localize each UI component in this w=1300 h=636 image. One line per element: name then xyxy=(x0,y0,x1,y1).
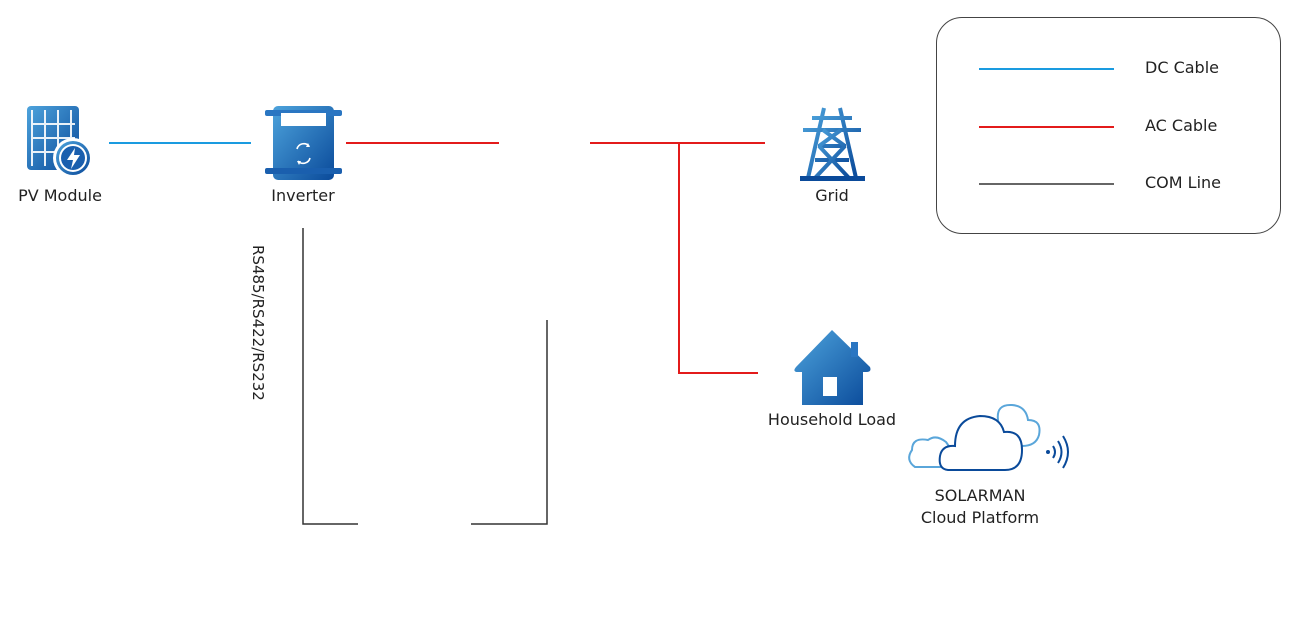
cloud-label-line2: Cloud Platform xyxy=(920,508,1040,527)
wireless-signal-icon xyxy=(1046,435,1069,469)
cloud-icon xyxy=(908,403,1069,471)
grid-tower-icon xyxy=(800,103,865,181)
com-protocol-label: RS485/RS422/RS232 xyxy=(249,245,267,401)
legend-com-label: COM Line xyxy=(1145,173,1221,192)
legend-dc-label: DC Cable xyxy=(1145,58,1219,77)
pv-module-label: PV Module xyxy=(18,186,102,205)
pv-module-icon xyxy=(27,106,93,178)
inverter-label: Inverter xyxy=(271,186,335,205)
grid-label: Grid xyxy=(815,186,849,205)
ac-cable xyxy=(346,142,765,374)
household-load-label: Household Load xyxy=(767,410,897,429)
house-icon xyxy=(794,330,871,405)
legend-ac-label: AC Cable xyxy=(1145,116,1218,135)
cloud-label-line1: SOLARMAN xyxy=(934,486,1026,505)
legend xyxy=(936,17,1281,234)
com-line xyxy=(302,228,548,525)
inverter-icon xyxy=(265,106,342,180)
